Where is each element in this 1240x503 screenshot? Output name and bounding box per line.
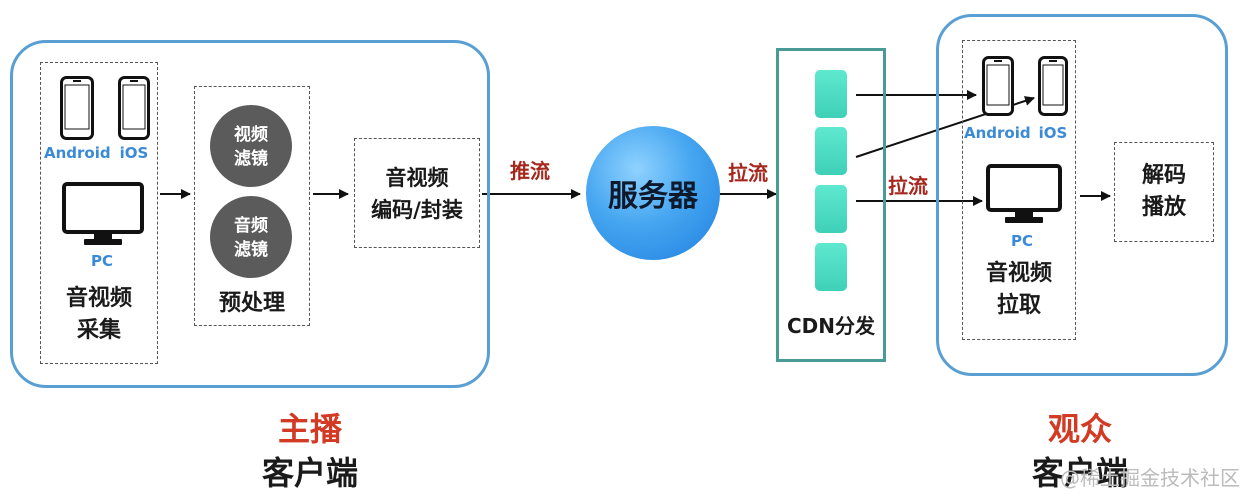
preprocess-box — [194, 86, 310, 326]
viewer-android-label: Android — [964, 124, 1031, 142]
viewer-client-label: 客户端 — [1031, 454, 1128, 492]
video-filter-line2: 滤镜 — [234, 149, 268, 169]
encode-label-line2: 编码/封装 — [371, 198, 463, 222]
pc-monitor-icon — [62, 182, 144, 245]
audio-filter-line1: 音频 — [234, 216, 268, 236]
encode-box — [354, 138, 480, 248]
cdn-label: CDN分发 — [786, 314, 876, 338]
android-phone-icon — [60, 76, 94, 140]
preprocess-label: 预处理 — [218, 291, 285, 316]
android-label: Android — [44, 144, 111, 162]
video-filter-circle: 视频滤镜 — [210, 105, 292, 187]
cdn-node-4 — [815, 243, 847, 291]
decode-box — [1114, 142, 1214, 242]
audio-filter-line2: 滤镜 — [234, 240, 268, 260]
decode-label-line1: 解码 — [1141, 163, 1186, 188]
viewer-role-title: 观众 — [1047, 410, 1112, 448]
audio-filter-circle: 音频滤镜 — [210, 196, 292, 278]
pull-box — [962, 40, 1076, 340]
push-label: 推流 — [510, 159, 550, 183]
ios-phone-icon — [118, 76, 150, 140]
pc-label: PC — [90, 252, 113, 270]
cdn-node-3 — [815, 185, 847, 233]
encode-label-line1: 音视频 — [385, 166, 449, 190]
server-node: 服务器 — [586, 126, 720, 260]
anchor-client-label: 客户端 — [261, 454, 358, 492]
capture-label-line2: 采集 — [76, 318, 121, 343]
pull-label-line2: 拉取 — [996, 293, 1041, 318]
capture-label-line1: 音视频 — [65, 286, 132, 311]
viewer-pc-monitor-icon — [986, 164, 1062, 223]
video-filter-line1: 视频 — [234, 125, 268, 145]
pull-label-1: 拉流 — [728, 161, 768, 185]
viewer-ios-label: iOS — [1038, 124, 1068, 142]
viewer-pc-label: PC — [1010, 232, 1033, 250]
decode-label-line2: 播放 — [1141, 195, 1186, 220]
cdn-node-2 — [815, 127, 847, 175]
viewer-ios-phone-icon — [1038, 56, 1068, 116]
viewer-android-phone-icon — [982, 56, 1014, 116]
cdn-box — [776, 48, 886, 362]
server-label: 服务器 — [608, 179, 698, 214]
anchor-role-title: 主播 — [277, 410, 342, 448]
viewer-client-group — [936, 14, 1228, 376]
capture-box — [40, 62, 158, 364]
anchor-client-group — [10, 40, 490, 388]
pull-label-2: 拉流 — [888, 174, 928, 198]
watermark: @稀土掘金技术社区 — [1060, 466, 1240, 490]
pull-label-line1: 音视频 — [985, 261, 1052, 286]
ios-label: iOS — [119, 144, 149, 162]
cdn-node-1 — [815, 70, 847, 118]
